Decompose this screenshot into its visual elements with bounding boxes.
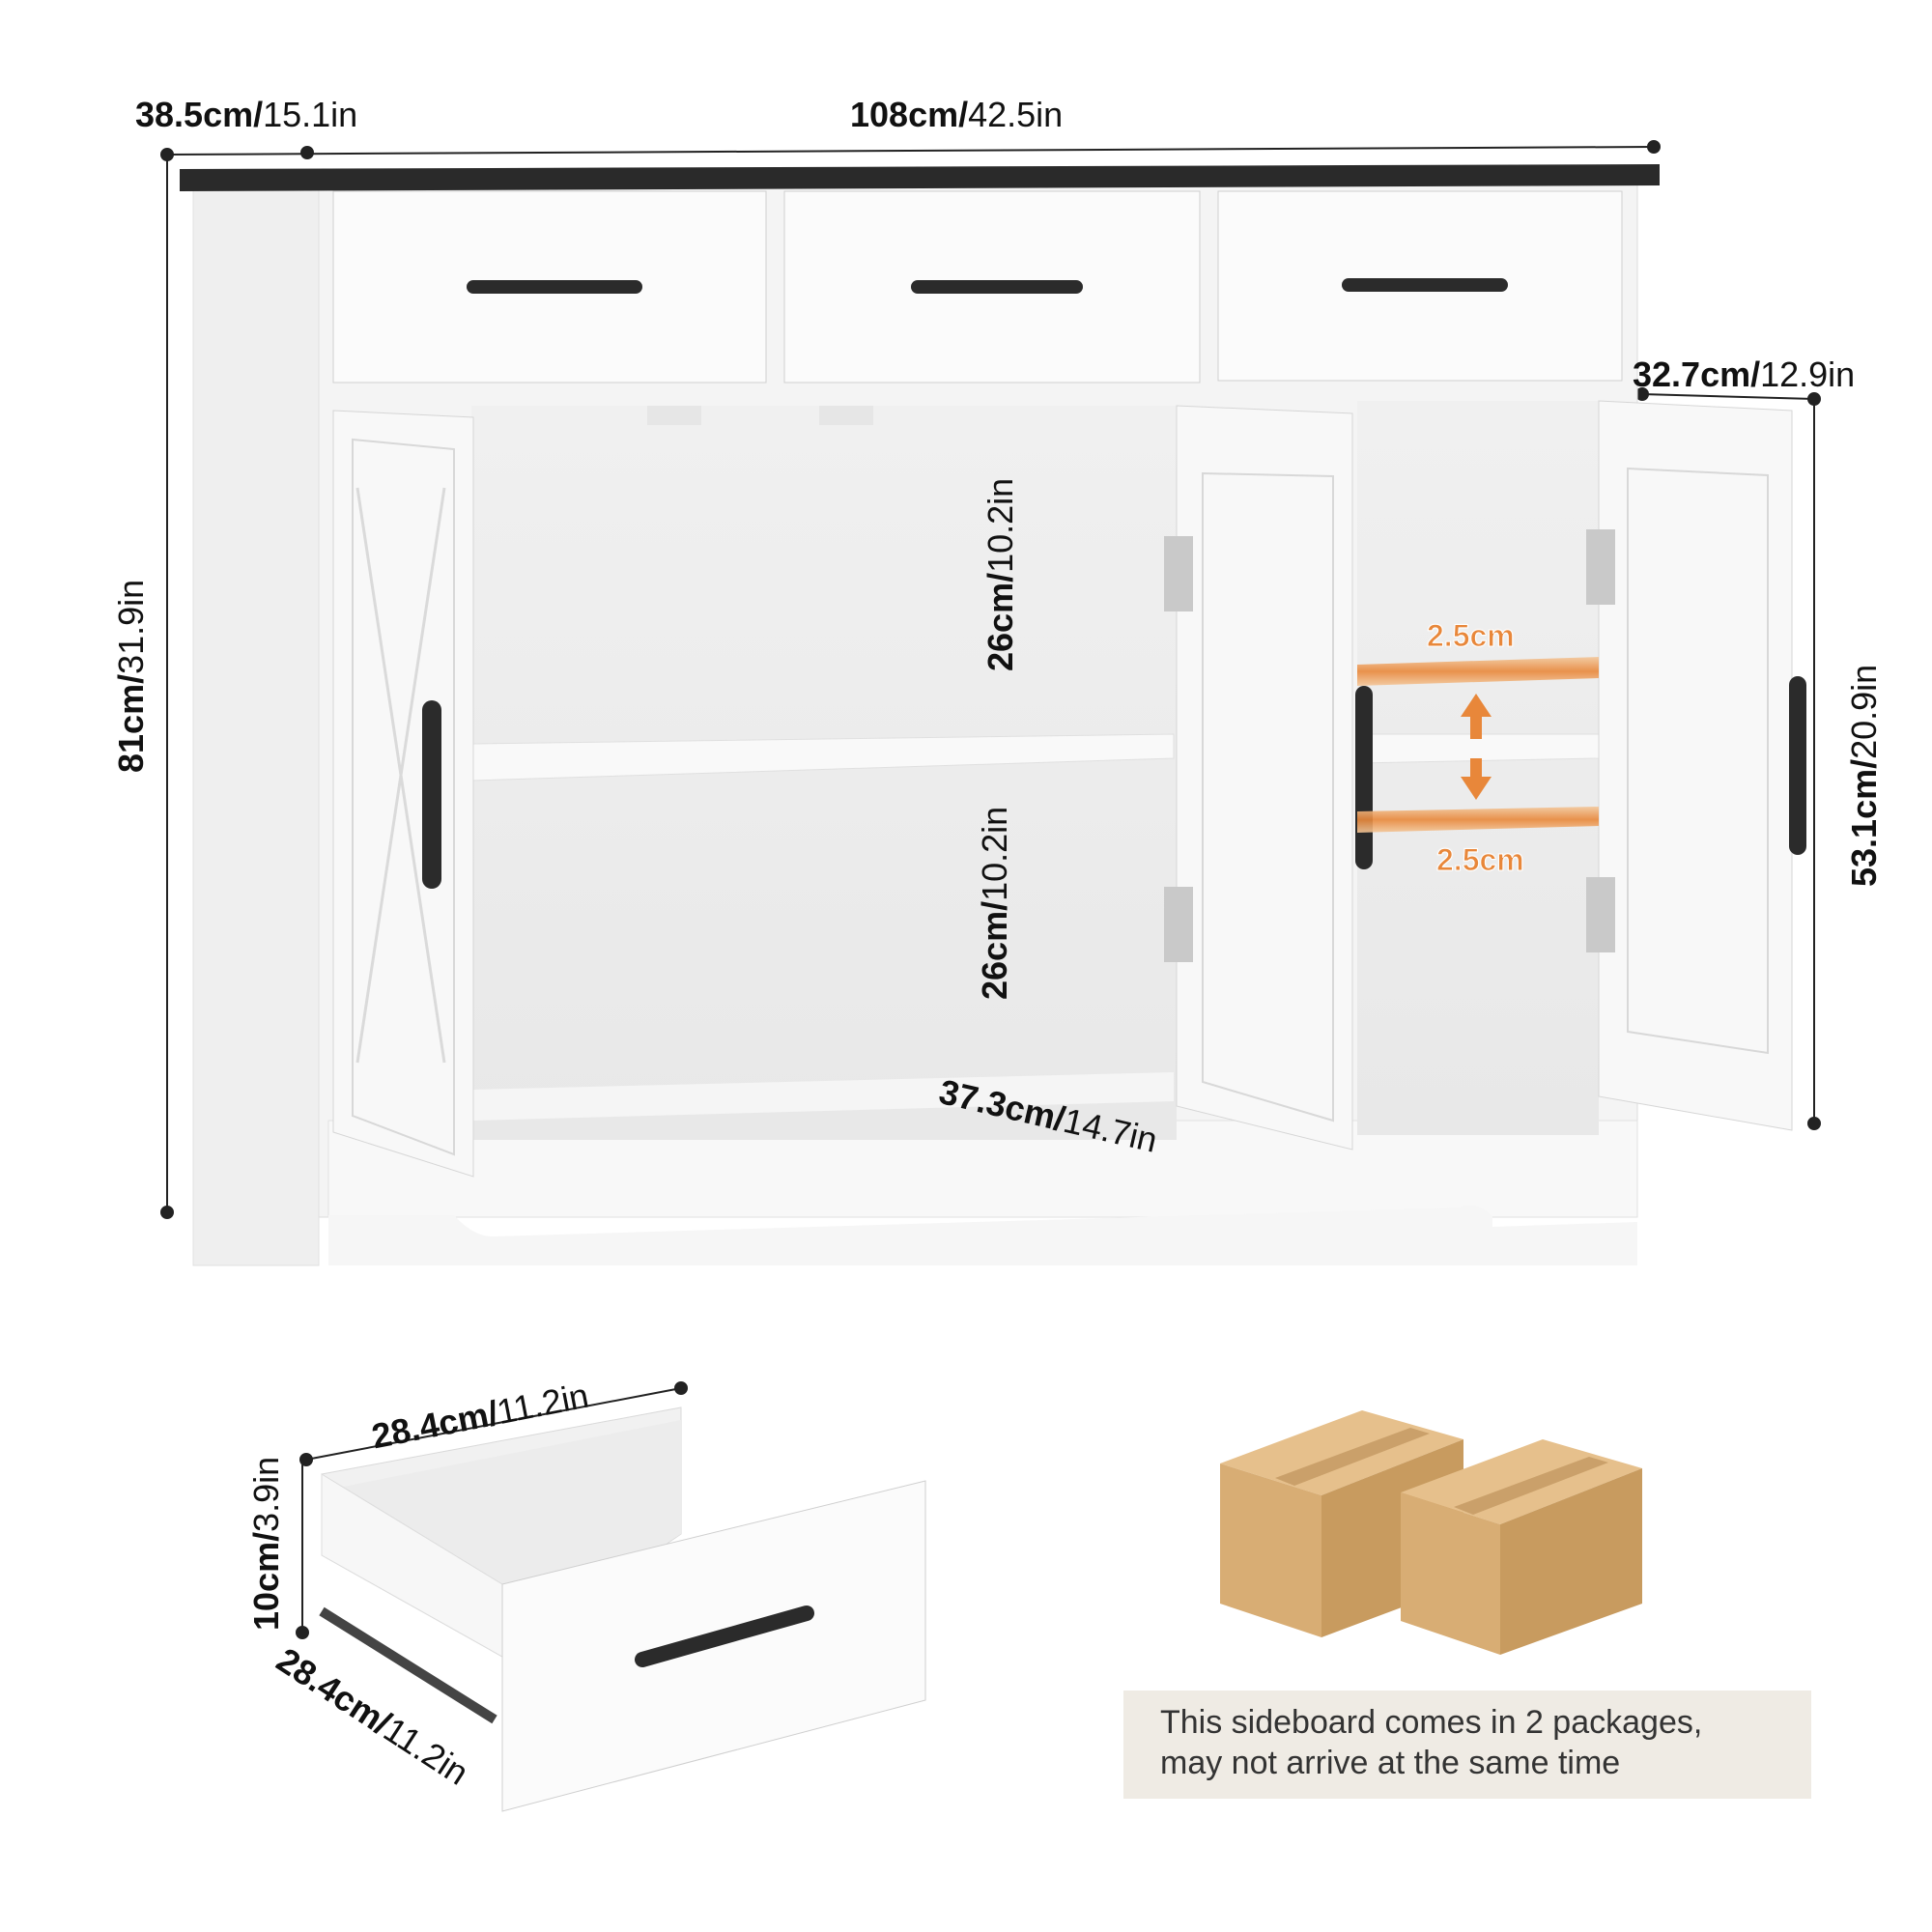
door-height-label: 53.1cm/20.9in [1844,664,1884,887]
drawer-illustration [319,1406,926,1812]
lower-space-label: 26cm/10.2in [975,806,1014,1000]
sideboard-cabinet [180,164,1806,1266]
dimension-lines [160,140,1821,1639]
shelf-adjust-bottom-label: 2.5cm [1436,842,1525,878]
width-top-label: 108cm/42.5in [850,95,1064,134]
drawer-height-label: 10cm/3.9in [246,1456,286,1631]
door-depth-label: 32.7cm/12.9in [1633,355,1856,394]
depth-top-label: 38.5cm/15.1in [135,95,358,134]
upper-space-label: 26cm/10.2in [980,477,1020,671]
package-note: This sideboard comes in 2 packages, may … [1123,1690,1811,1799]
package-note-line-1: This sideboard comes in 2 packages, [1160,1704,1703,1741]
package-boxes [1220,1410,1642,1655]
shelf-adjust-top-label: 2.5cm [1427,618,1516,654]
package-note-line-2: may not arrive at the same time [1160,1745,1621,1781]
total-height-label: 81cm/31.9in [111,579,151,773]
